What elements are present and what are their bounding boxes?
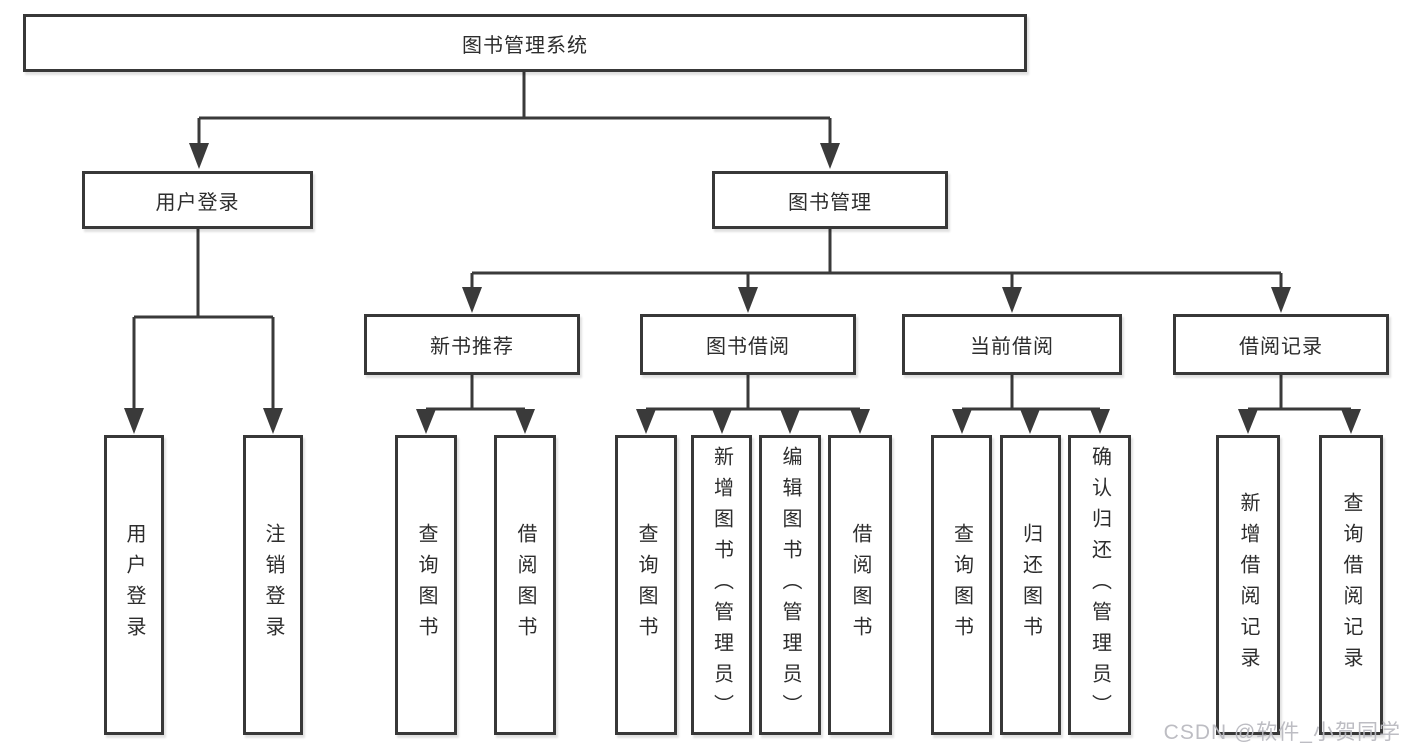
leaf-records-add-borrow-record: 新增借阅记录: [1216, 435, 1280, 735]
leaf-current-query-books: 查询图书: [931, 435, 992, 735]
leaf-current-confirm-return-admin: 确认归还（管理员）: [1068, 435, 1131, 735]
leaf-label: 新增图书（管理员）: [710, 445, 733, 725]
leaf-borrowing-add-books-admin: 新增图书（管理员）: [691, 435, 752, 735]
node-borrowing-records: 借阅记录: [1173, 314, 1389, 375]
leaf-label: 归还图书: [1019, 523, 1042, 647]
leaf-recommend-query-books: 查询图书: [395, 435, 457, 735]
leaf-label: 借阅图书: [514, 523, 536, 647]
watermark: CSDN @软件_小贺同学: [1163, 721, 1401, 744]
node-book-borrowing: 图书借阅: [640, 314, 856, 375]
leaf-label: 查询图书: [950, 523, 973, 647]
leaf-label: 新增借阅记录: [1237, 492, 1259, 678]
node-current-borrowing: 当前借阅: [902, 314, 1122, 375]
leaf-label: 确认归还（管理员）: [1088, 445, 1111, 725]
leaf-label: 查询借阅记录: [1340, 492, 1362, 678]
leaf-logout: 注销登录: [243, 435, 303, 735]
leaf-current-return-books: 归还图书: [1000, 435, 1061, 735]
leaf-borrowing-edit-books-admin: 编辑图书（管理员）: [759, 435, 821, 735]
leaf-label: 注销登录: [262, 523, 284, 647]
leaf-label: 编辑图书（管理员）: [779, 445, 801, 725]
leaf-label: 用户登录: [123, 523, 145, 647]
leaf-label: 查询图书: [635, 523, 657, 647]
leaf-borrowing-query-books: 查询图书: [615, 435, 677, 735]
leaf-user-login: 用户登录: [104, 435, 164, 735]
leaf-borrowing-borrow-books: 借阅图书: [828, 435, 892, 735]
node-new-book-recommendation: 新书推荐: [364, 314, 580, 375]
leaf-label: 查询图书: [415, 523, 437, 647]
leaf-label: 借阅图书: [849, 523, 871, 647]
node-library-management-system: 图书管理系统: [23, 14, 1027, 72]
leaf-records-query-borrow-record: 查询借阅记录: [1319, 435, 1383, 735]
node-user-login: 用户登录: [82, 171, 313, 229]
leaf-recommend-borrow-books: 借阅图书: [494, 435, 556, 735]
node-book-management: 图书管理: [712, 171, 948, 229]
